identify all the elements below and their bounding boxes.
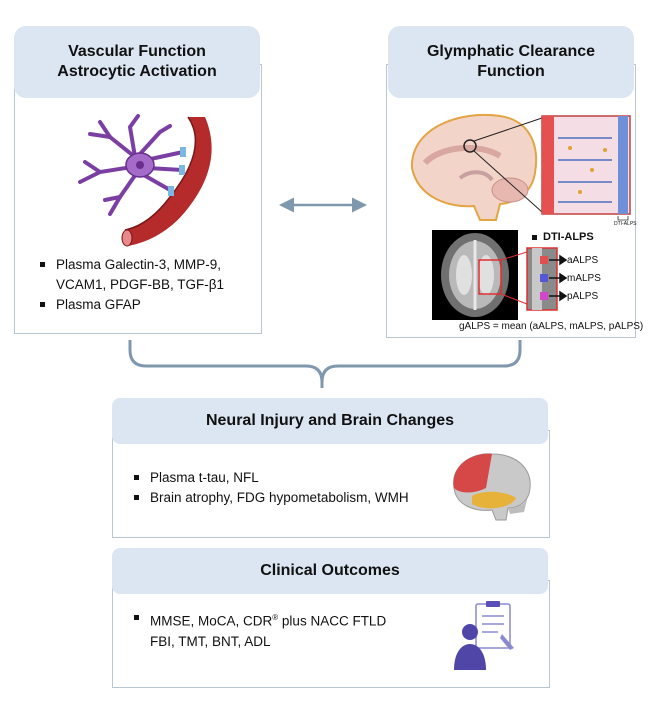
glymphatic-title-line2: Function <box>477 63 545 80</box>
list-item: VCAM1, PDGF-BB, TGF-β1 <box>36 275 256 295</box>
neural-header: Neural Injury and Brain Changes <box>112 398 548 444</box>
neural-list: Plasma t-tau, NFL Brain atrophy, FDG hyp… <box>130 468 450 508</box>
bracket-connector <box>128 340 522 388</box>
brain-dti-map <box>432 230 568 320</box>
vascular-list: Plasma Galectin-3, MMP-9, VCAM1, PDGF-BB… <box>36 255 256 315</box>
list-item: Plasma Galectin-3, MMP-9, <box>36 255 256 275</box>
list-item: Plasma t-tau, NFL <box>130 468 450 488</box>
roi-label-p: pALPS <box>567 291 599 302</box>
roi-label-m: mALPS <box>567 273 601 284</box>
neural-title: Neural Injury and Brain Changes <box>205 412 455 429</box>
glymphatic-header: Glymphatic Clearance Function <box>388 26 634 98</box>
astrocyte-blood-vessel-icon <box>78 114 212 247</box>
clinical-title: Clinical Outcomes <box>260 562 400 579</box>
bullet-icon <box>532 234 537 240</box>
vascular-header: Vascular Function Astrocytic Activation <box>14 26 260 98</box>
brain-sagittal-icon <box>410 113 631 221</box>
clinical-item1-pre: MMSE, MoCA, CDR <box>150 613 273 629</box>
list-item: Brain atrophy, FDG hypometabolism, WMH <box>130 488 450 508</box>
registered-mark: ® <box>272 613 279 622</box>
list-item: MMSE, MoCA, CDR® plus NACC FTLD <box>130 608 450 632</box>
clinical-header: Clinical Outcomes <box>112 548 548 594</box>
brain-lateral-icon <box>453 453 531 521</box>
list-item-continuation: VCAM1, PDGF-BB, TGF-β1 <box>56 277 225 292</box>
vascular-title-line1: Vascular Function <box>68 43 206 60</box>
clinical-assessment-icon <box>454 601 514 670</box>
dti-alps-label: DTI-ALPS <box>543 231 594 243</box>
clinical-list: MMSE, MoCA, CDR® plus NACC FTLD FBI, TMT… <box>130 608 450 652</box>
galps-formula: gALPS = mean (aALPS, mALPS, pALPS) <box>459 321 644 332</box>
list-item: FBI, TMT, BNT, ADL <box>150 633 271 649</box>
vascular-title-line2: Astrocytic Activation <box>57 63 217 80</box>
dti-alps-title: DTI-ALPS <box>532 231 594 243</box>
clinical-item1-post: plus NACC FTLD <box>278 613 387 629</box>
glymphatic-title-line1: Glymphatic Clearance <box>426 43 596 60</box>
list-item: Plasma GFAP <box>36 295 256 315</box>
dti-alps-inset-label: DTI-ALPS <box>614 221 637 227</box>
roi-label-a: aALPS <box>567 255 599 266</box>
vascular-panel <box>14 64 262 334</box>
